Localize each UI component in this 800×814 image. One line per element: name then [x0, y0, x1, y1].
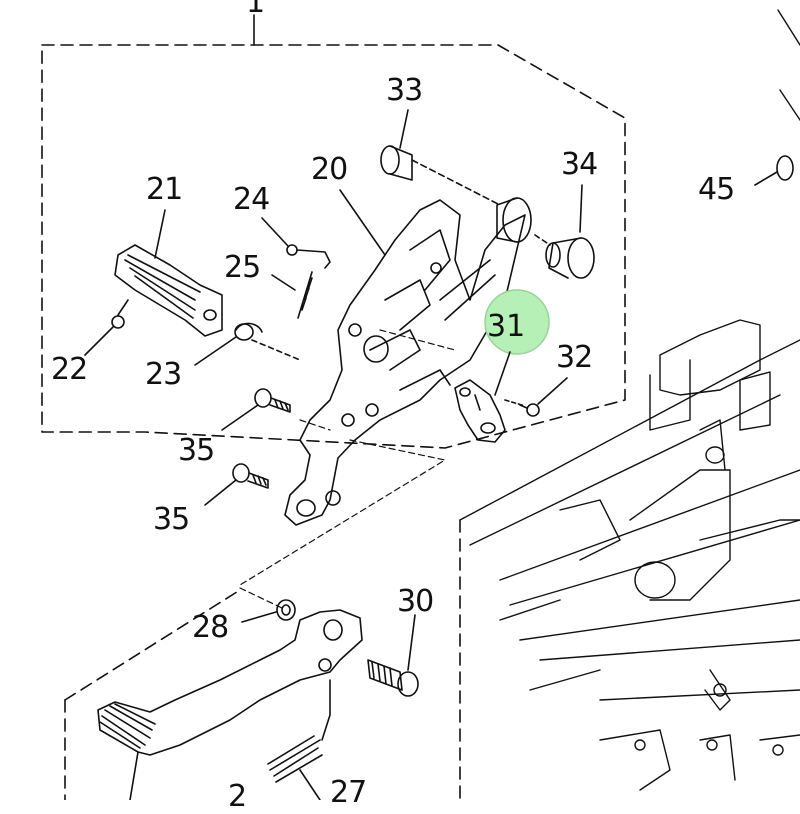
part-35-bolt-lower: [233, 464, 268, 488]
callout-30: 30: [397, 584, 434, 619]
callout-28: 28: [192, 610, 229, 645]
leader-20: [340, 190, 385, 255]
leader-21: [155, 210, 165, 258]
part-22: [112, 300, 128, 328]
part-32-screw: [505, 400, 539, 416]
callout-35-lower: 35: [153, 502, 190, 537]
callout-25: 25: [224, 250, 261, 285]
part-24: [287, 245, 330, 268]
leader-35-upper: [222, 405, 258, 430]
part-30-bolt: [368, 660, 418, 696]
assembly-lines: [240, 330, 455, 608]
leader-23: [195, 337, 236, 365]
callout-22: 22: [51, 352, 88, 387]
callout-45: 45: [698, 172, 735, 207]
part-35-bolt-upper: [255, 389, 290, 412]
callout-34: 34: [561, 147, 598, 182]
callout-32: 32: [556, 340, 593, 375]
leader-35-lower: [205, 480, 236, 505]
part-28-washer: [277, 600, 295, 620]
callout-20: 20: [311, 152, 348, 187]
callout-27-partial: 27: [330, 775, 367, 810]
leader-32: [538, 378, 567, 404]
part-21-footpeg: [115, 245, 222, 336]
leader-34: [580, 185, 582, 232]
part-25: [298, 272, 312, 318]
callout-31: 31: [487, 309, 526, 344]
part-33-pin: [381, 146, 500, 205]
motorcycle-frame: [460, 10, 800, 790]
shift-pedal: [98, 610, 362, 800]
leader-28: [242, 612, 276, 622]
callout-21: 21: [146, 172, 183, 207]
part-23: [235, 323, 300, 360]
part-27-spring: [268, 680, 330, 800]
callout-35-upper: 35: [178, 433, 215, 468]
leader-22: [85, 327, 113, 355]
part-34-bushing: [497, 198, 594, 278]
callout-23: 23: [145, 357, 182, 392]
callout-33: 33: [386, 73, 423, 108]
group-boundary-lower: [65, 520, 460, 800]
callout-29-partial: 2: [228, 779, 247, 814]
part-45: [755, 156, 793, 185]
callout-24: 24: [233, 182, 270, 217]
group-boundary-upper: [42, 45, 625, 448]
leader-25: [272, 275, 295, 290]
callout-1: 1: [246, 0, 265, 20]
part-20-footrest-bracket: [285, 200, 525, 525]
leader-24: [262, 218, 288, 246]
leader-30: [408, 615, 415, 670]
part-31-bracket: [455, 380, 505, 442]
highlight-31: [485, 290, 549, 354]
leader-33: [400, 110, 408, 148]
leader-31: [495, 352, 510, 395]
